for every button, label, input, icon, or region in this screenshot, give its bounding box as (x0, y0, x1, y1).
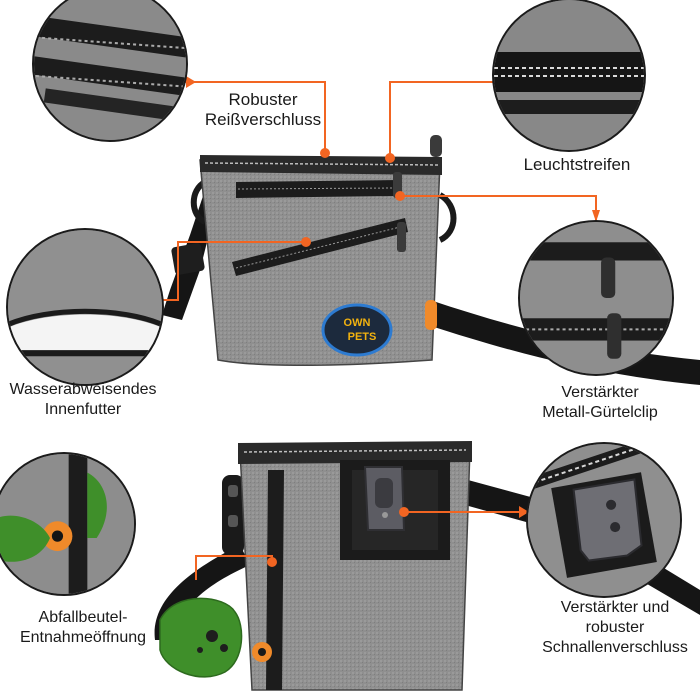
label-buckle-line2: robuster (585, 619, 645, 636)
zipper-detail-image (34, 0, 186, 140)
label-lining: Wasserabweisendes Innenfutter (0, 380, 166, 420)
detail-zipper-circle (32, 0, 188, 142)
own-pets-logo: OWN PETS (321, 303, 393, 357)
detail-dispenser-circle (0, 452, 136, 596)
dispenser-detail-image (0, 454, 134, 594)
logo-pets: PETS (348, 331, 377, 343)
label-reflective: Leuchtstreifen (512, 155, 642, 175)
label-lining-line1: Wasserabweisendes (9, 381, 157, 398)
label-zipper-line2: Reißverschluss (204, 110, 322, 129)
label-zipper: Robuster Reißverschluss (198, 90, 328, 130)
label-buckle-line3: Schnallenverschluss (542, 639, 688, 656)
bottom-bag (154, 441, 700, 691)
label-reflective-text: Leuchtstreifen (523, 155, 631, 174)
detail-clip-circle (518, 220, 674, 376)
label-buckle-line1: Verstärkter und (560, 599, 670, 616)
reflective-detail-image (494, 0, 644, 150)
top-bag: OWN PETS (162, 135, 700, 385)
lining-detail-image (8, 230, 162, 384)
buckle-detail-image (528, 444, 680, 596)
detail-buckle-circle (526, 442, 682, 598)
detail-reflective-circle (492, 0, 646, 152)
label-lining-line2: Innenfutter (44, 401, 122, 418)
label-zipper-line1: Robuster (228, 90, 298, 109)
label-clip: Verstärkter Metall-Gürtelclip (520, 383, 680, 423)
clip-detail-image (520, 222, 672, 374)
label-clip-line2: Metall-Gürtelclip (542, 404, 658, 421)
logo-own: OWN (344, 317, 371, 329)
label-clip-line1: Verstärkter (561, 384, 639, 401)
label-dispenser-line1: Abfallbeutel- (38, 609, 128, 626)
detail-lining-circle (6, 228, 164, 386)
label-dispenser: Abfallbeutel- Entnahmeöffnung (2, 608, 164, 648)
label-buckle: Verstärkter und robuster Schnallenversch… (530, 598, 700, 658)
label-dispenser-line2: Entnahmeöffnung (19, 629, 147, 646)
